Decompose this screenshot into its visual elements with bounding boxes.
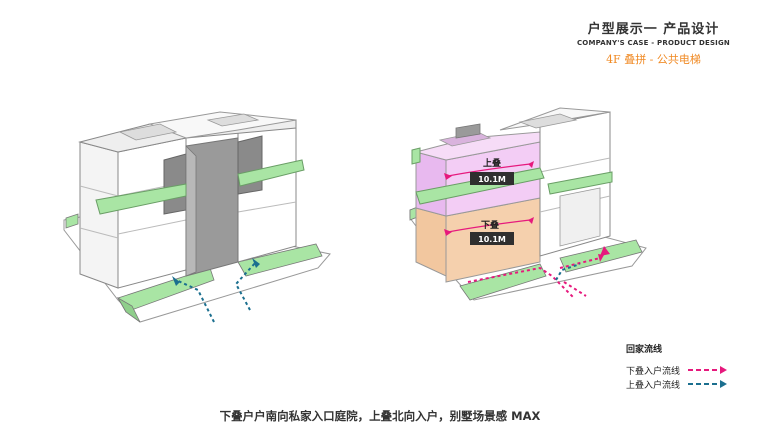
legend-item-upper: 上叠入户流线 bbox=[626, 377, 728, 391]
teal-dashed-arrow-icon bbox=[688, 380, 728, 388]
upper-level-label: 上叠 bbox=[483, 157, 501, 169]
left-building-model bbox=[63, 111, 331, 323]
upper-dimension-tag: 10.1M bbox=[470, 172, 514, 185]
legend-item-lower: 下叠入户流线 bbox=[626, 363, 728, 377]
magenta-dashed-arrow-icon bbox=[688, 366, 728, 374]
page-title: 户型展示一 产品设计 bbox=[587, 22, 720, 37]
lower-dimension-tag: 10.1M bbox=[470, 232, 514, 245]
legend-title: 回家流线 bbox=[626, 345, 663, 355]
page-subtitle: 4F 叠拼 - 公共电梯 bbox=[606, 53, 701, 66]
page-title-en: COMPANY'S CASE - PRODUCT DESIGN bbox=[576, 39, 730, 47]
lower-level-label: 下叠 bbox=[481, 219, 499, 231]
caption: 下叠户户南向私家入口庭院，上叠北向入户，别墅场景感 MAX bbox=[219, 409, 541, 423]
legend: 回家流线 下叠入户流线 上叠入户流线 bbox=[626, 342, 728, 391]
header: 户型展示一 产品设计 COMPANY'S CASE - PRODUCT DESI… bbox=[577, 18, 730, 67]
legend-item-label: 下叠入户流线 bbox=[626, 366, 681, 377]
upper-dimension-label: 10.1M bbox=[478, 175, 506, 184]
legend-item-label: 上叠入户流线 bbox=[626, 380, 681, 391]
right-building-model: 10.1M 10.1M 上叠 下叠 bbox=[409, 107, 647, 301]
lower-dimension-label: 10.1M bbox=[478, 235, 506, 244]
